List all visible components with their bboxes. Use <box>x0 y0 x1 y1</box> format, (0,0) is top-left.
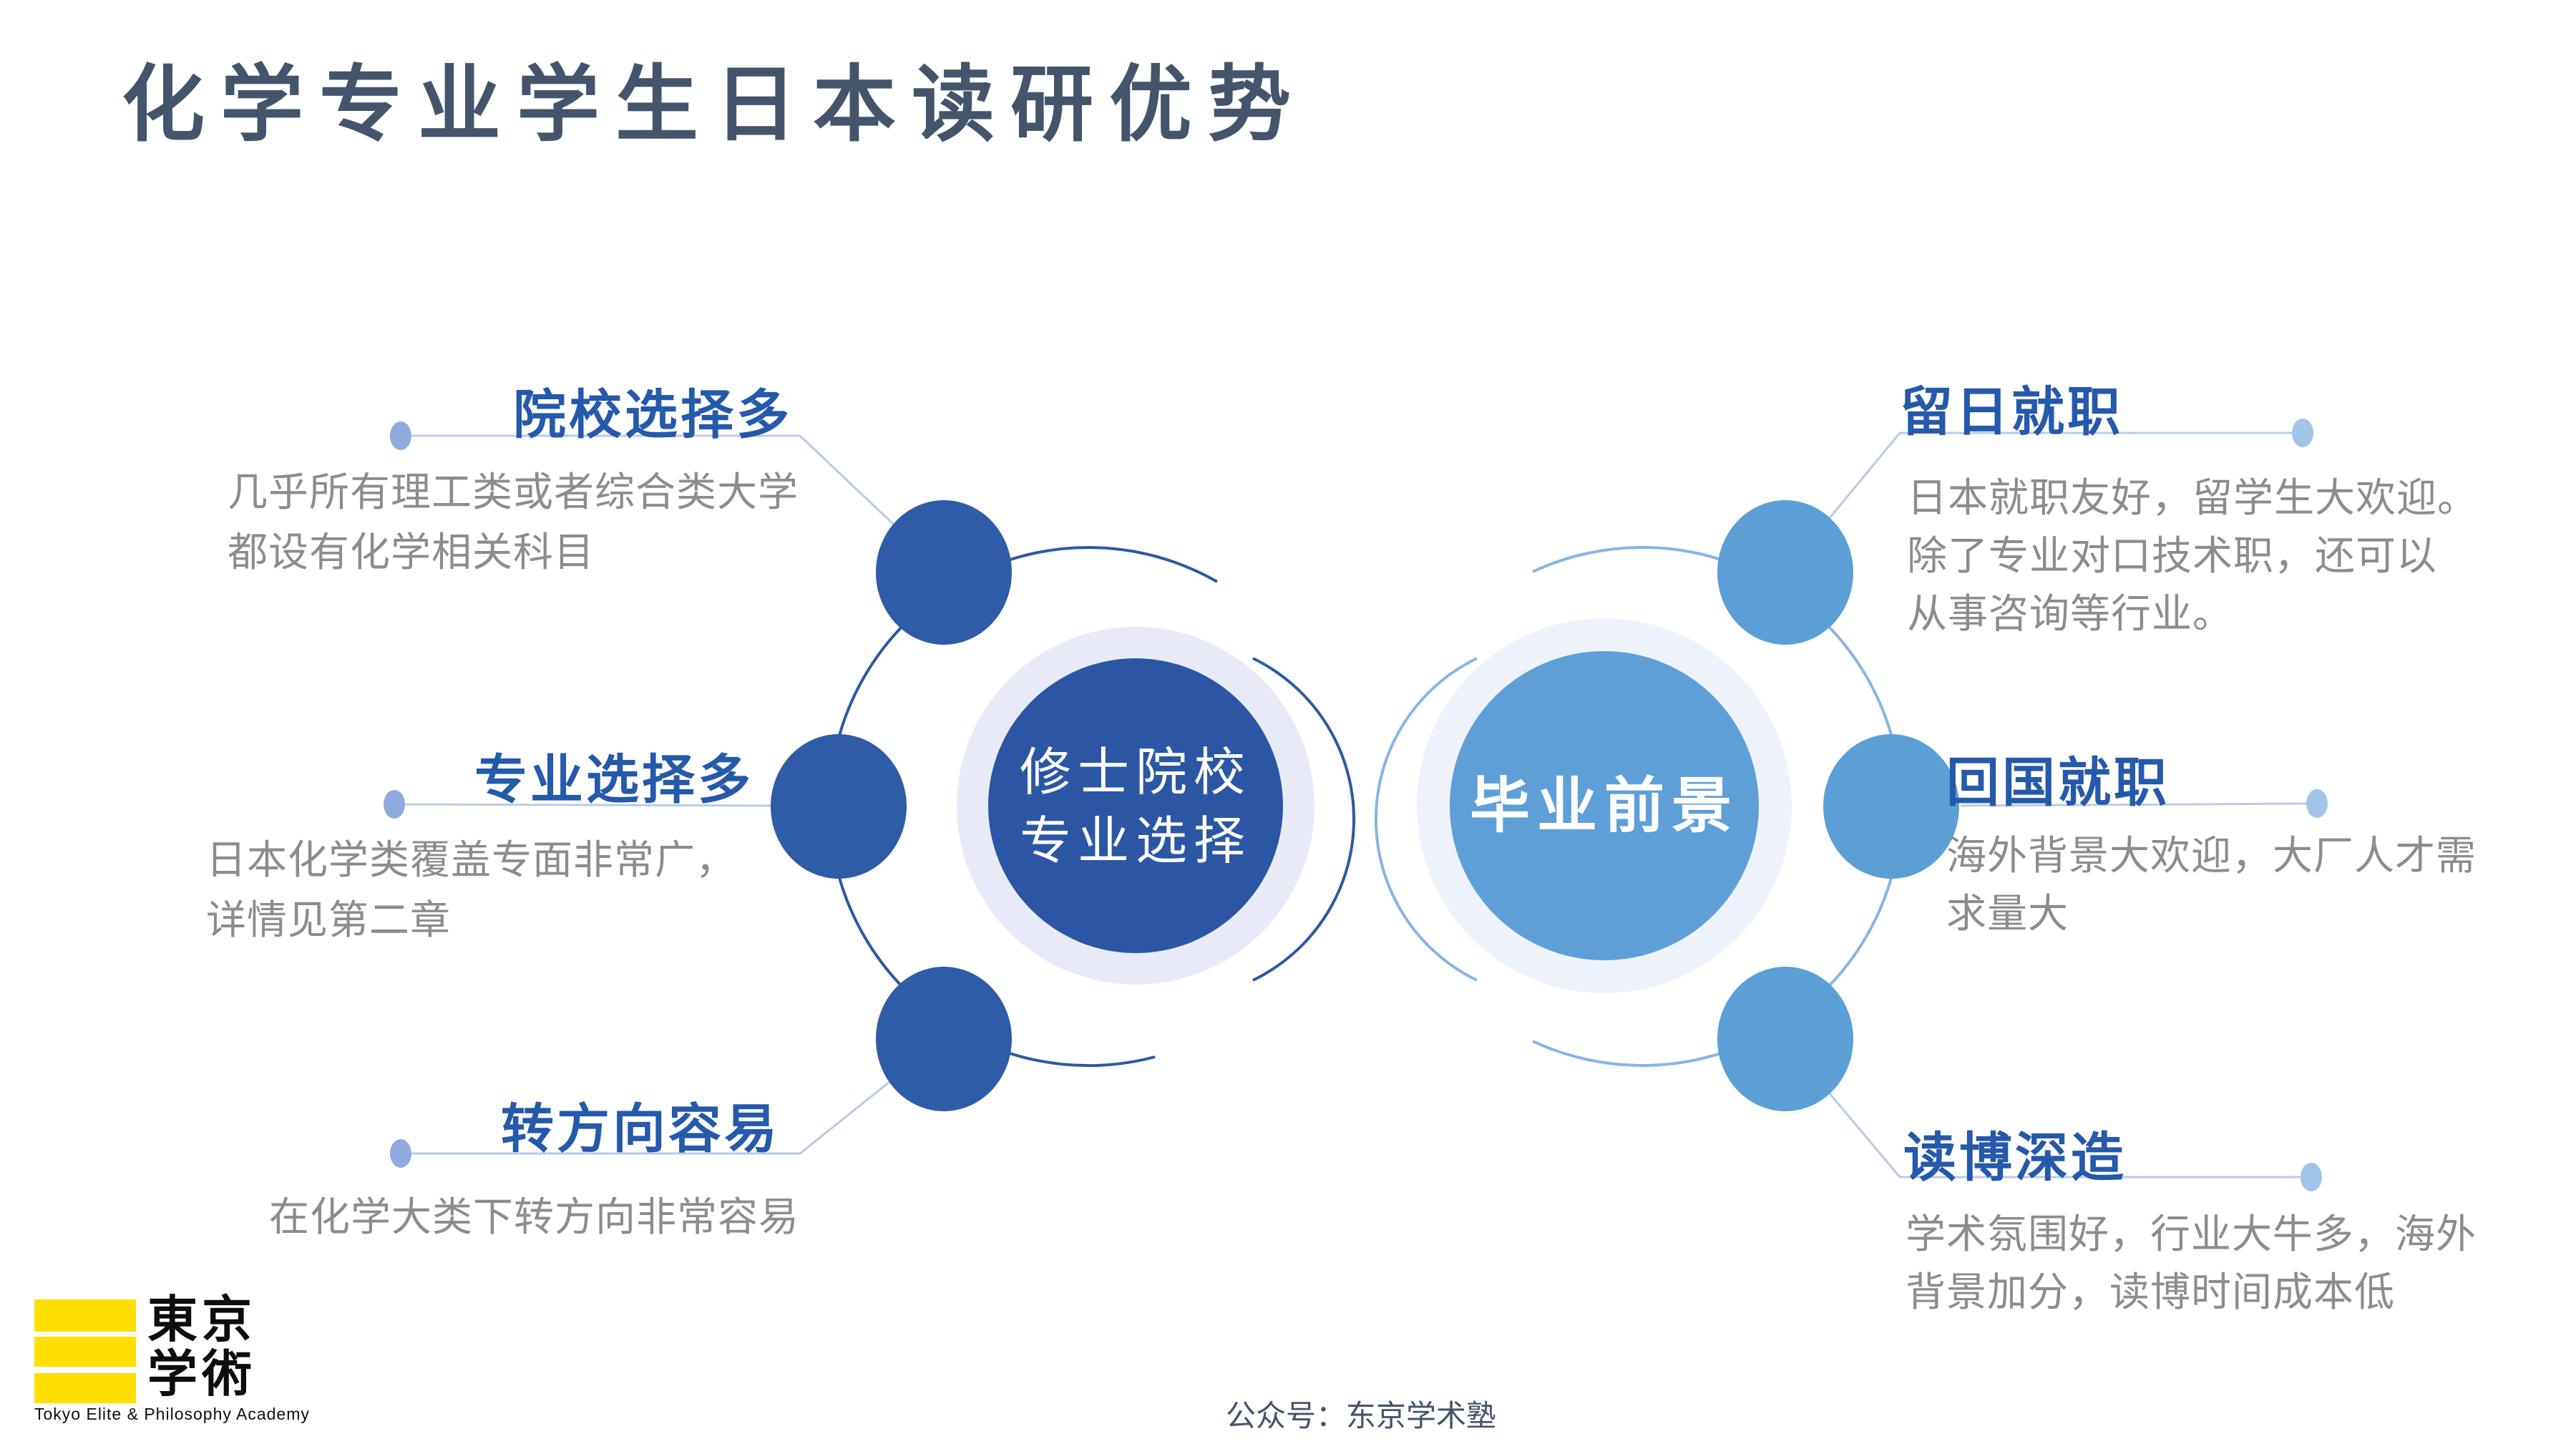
right-item-2-label: 回国就职 <box>1946 753 2170 812</box>
left-item-2-label: 专业选择多 <box>474 750 753 809</box>
connector-dot-left-2 <box>384 790 405 819</box>
right-item-1-label: 留日就职 <box>1900 382 2123 441</box>
brand-logo: 東京 学術 Tokyo Elite & Philosophy Academy <box>34 1292 309 1428</box>
satellite-right-top <box>1717 500 1853 645</box>
connector-dot-left-3 <box>390 1139 411 1168</box>
right-item-2-desc: 海外背景大欢迎，大厂人才需 求量大 <box>1946 826 2477 942</box>
right-item-3-label: 读博深造 <box>1903 1128 2127 1187</box>
connector-line-left-1 <box>411 434 895 526</box>
desc-line: 都设有化学相关科目 <box>228 530 595 575</box>
connector-line-right-2 <box>1960 802 2307 807</box>
logo-bar-icon <box>34 1299 136 1332</box>
desc-line: 海外背景大欢迎，大厂人才需 <box>1946 833 2477 878</box>
left-item-1-desc: 几乎所有理工类或者综合类大学 都设有化学相关科目 <box>228 462 799 582</box>
desc-line: 除了专业对口技术职，还可以 <box>1907 533 2437 578</box>
connector-dot-left-1 <box>390 421 411 450</box>
logo-kanji: 東京 学術 <box>147 1292 256 1401</box>
left-item-2-desc: 日本化学类覆盖专面非常广， 详情见第二章 <box>206 830 736 950</box>
right-item-3-desc: 学术氛围好，行业大牛多，海外 背景加分，读博时间成本低 <box>1906 1205 2477 1321</box>
desc-line: 详情见第二章 <box>206 897 451 942</box>
desc-line: 学术氛围好，行业大牛多，海外 <box>1906 1211 2477 1257</box>
desc-line: 日本就职友好，留学生大欢迎。 <box>1907 475 2478 520</box>
logo-bar-icon <box>34 1337 136 1367</box>
desc-line: 日本化学类覆盖专面非常广， <box>206 837 736 882</box>
logo-kanji-line1: 東京 <box>147 1292 256 1347</box>
connector-line-left-2 <box>404 803 771 807</box>
logo-tagline: Tokyo Elite & Philosophy Academy <box>34 1405 310 1423</box>
satellite-left-middle <box>771 734 907 879</box>
desc-line: 求量大 <box>1946 891 2069 936</box>
left-item-3-label: 转方向容易 <box>501 1099 780 1158</box>
satellite-left-top <box>876 500 1012 645</box>
right-ring-inner-swoosh <box>1375 657 1478 982</box>
logo-bar-icon <box>34 1373 136 1403</box>
center-circle-right <box>1450 651 1759 960</box>
satellite-right-middle <box>1823 734 1959 879</box>
connector-dot-right-1 <box>2292 419 2313 447</box>
desc-line: 几乎所有理工类或者综合类大学 <box>228 469 799 514</box>
center-circle-left-line2: 专业选择 <box>1019 813 1252 870</box>
satellite-left-bottom <box>876 967 1012 1111</box>
center-circle-right-caption: 毕业前景 <box>1469 772 1739 839</box>
connector-dot-right-2 <box>2306 789 2328 818</box>
center-circle-left-line1: 修士院校 <box>1019 744 1252 801</box>
connector-line-right-3 <box>1828 1092 2301 1179</box>
center-circle-left-caption: 修士院校 专业选择 <box>950 738 1322 876</box>
connector-line-right-1 <box>1828 431 2293 519</box>
desc-line: 背景加分，读博时间成本低 <box>1906 1269 2395 1314</box>
left-ring-inner-swoosh <box>1252 657 1355 982</box>
left-item-3-desc: 在化学大类下转方向非常容易 <box>269 1187 799 1247</box>
satellite-right-bottom <box>1717 967 1853 1111</box>
page-title: 化学专业学生日本读研优势 <box>122 60 1307 152</box>
connector-line-left-3 <box>411 1080 890 1155</box>
desc-line: 在化学大类下转方向非常容易 <box>269 1194 799 1239</box>
footer-text: 公众号：东京学术塾 <box>1226 1400 1497 1433</box>
right-item-1-desc: 日本就职友好，留学生大欢迎。 除了专业对口技术职，还可以 从事咨询等行业。 <box>1907 469 2478 643</box>
logo-kanji-line2: 学術 <box>147 1346 256 1402</box>
desc-line: 从事咨询等行业。 <box>1907 591 2233 636</box>
connector-dot-right-3 <box>2301 1163 2322 1191</box>
left-item-1-label: 院校选择多 <box>513 385 792 444</box>
center-circle-left <box>988 658 1283 953</box>
